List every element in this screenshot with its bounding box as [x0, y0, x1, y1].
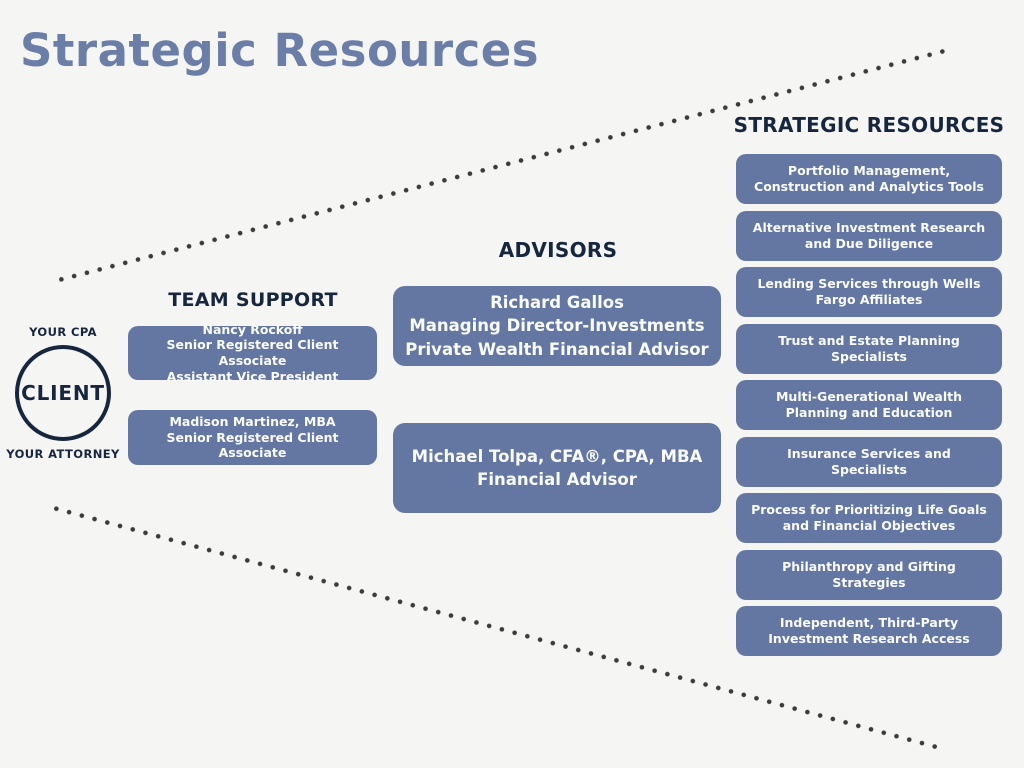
- advisor-title: Financial Advisor: [477, 470, 637, 489]
- client-label: CLIENT: [21, 381, 105, 405]
- member-title: Assistant Vice President: [166, 368, 339, 384]
- resource-item: Portfolio Management, Construction and A…: [736, 154, 1002, 204]
- advisor-title: Managing Director-Investments: [409, 316, 705, 336]
- member-title: Senior Registered Client Associate: [166, 337, 339, 368]
- resource-item: Trust and Estate Planning Specialists: [736, 323, 1002, 374]
- advisor-card-richard-gallos: Richard Gallos Managing Director-Investm…: [393, 286, 721, 366]
- member-name: Madison Martinez, MBA: [169, 413, 336, 429]
- your-attorney-label: YOUR ATTORNEY: [6, 447, 120, 461]
- advisor-name: Richard Gallos: [490, 292, 624, 312]
- resource-item: Philanthropy and Gifting Strategies: [736, 549, 1002, 600]
- resource-item: Insurance Services and Specialists: [736, 436, 1002, 487]
- team-support-heading: TEAM SUPPORT: [168, 289, 338, 311]
- member-name: Nancy Rockoff: [202, 321, 303, 337]
- team-member-card-nancy-rockoff: Nancy Rockoff Senior Registered Client A…: [128, 322, 377, 384]
- resource-item: Lending Services through Wells Fargo Aff…: [736, 267, 1002, 317]
- resource-item: Independent, Third-Party Investment Rese…: [736, 606, 1002, 656]
- your-cpa-label: YOUR CPA: [29, 325, 97, 339]
- client-circle: CLIENT: [15, 345, 111, 441]
- page-title: Strategic Resources: [20, 24, 540, 77]
- member-title: Senior Registered Client Associate: [166, 429, 339, 461]
- team-member-card-madison-martinez: Madison Martinez, MBA Senior Registered …: [128, 410, 377, 465]
- resource-item: Multi-Generational Wealth Planning and E…: [736, 380, 1002, 430]
- advisor-title: Private Wealth Financial Advisor: [405, 339, 709, 359]
- advisor-card-michael-tolpa: Michael Tolpa, CFA®, CPA, MBA Financial …: [393, 423, 721, 513]
- advisors-heading: ADVISORS: [498, 238, 618, 262]
- advisor-name: Michael Tolpa, CFA®, CPA, MBA: [411, 446, 703, 466]
- strategic-resources-heading: STRATEGIC RESOURCES: [733, 113, 1005, 137]
- strategic-resources-list: Portfolio Management, Construction and A…: [736, 154, 1002, 656]
- resource-item: Process for Prioritizing Life Goals and …: [736, 493, 1002, 543]
- resource-item: Alternative Investment Research and Due …: [736, 210, 1002, 261]
